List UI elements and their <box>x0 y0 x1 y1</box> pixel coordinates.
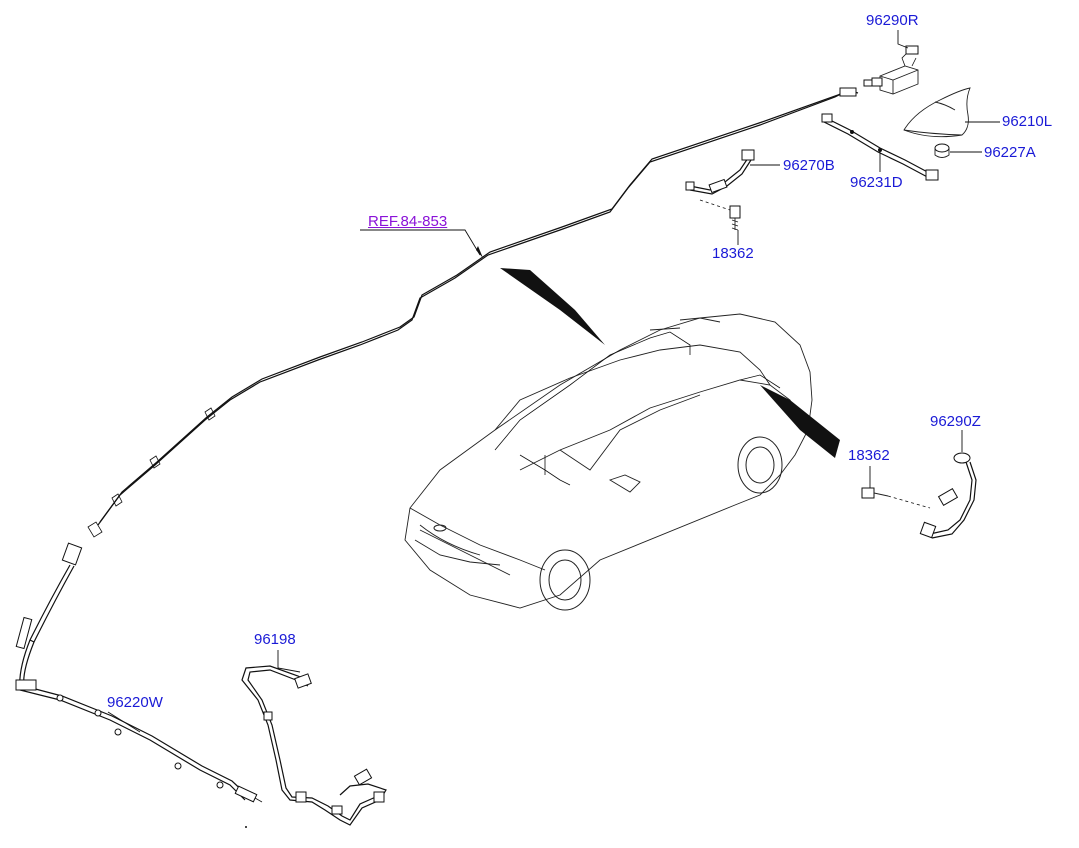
bolt-18362-top[interactable] <box>729 205 741 231</box>
harness-96231d[interactable] <box>821 113 939 181</box>
callout-96231d[interactable]: 96231D <box>850 174 903 191</box>
shark-fin-antenna-96210l[interactable] <box>903 87 971 138</box>
leader-lines <box>107 30 1000 733</box>
bolt-18362-right[interactable] <box>861 487 931 509</box>
callout-96220w[interactable]: 96220W <box>107 694 163 711</box>
callout-96227a[interactable]: 96227A <box>984 144 1036 161</box>
callout-96270b[interactable]: 96270B <box>783 157 835 174</box>
cable-96198[interactable] <box>241 665 387 826</box>
callout-96198[interactable]: 96198 <box>254 631 296 648</box>
clip-96227a[interactable] <box>934 143 950 158</box>
callout-ref-84-853[interactable]: REF.84-853 <box>368 213 448 230</box>
callout-96290r[interactable]: 96290R <box>866 12 919 29</box>
callout-18362-top[interactable]: 18362 <box>712 245 754 262</box>
sensor-96290z[interactable] <box>919 452 977 539</box>
module-96290r[interactable] <box>863 45 919 95</box>
pointer-wedge-roof <box>500 268 605 345</box>
callout-96210l[interactable]: 96210L <box>1002 113 1053 130</box>
callout-18362-right[interactable]: 18362 <box>848 447 890 464</box>
car-roof-wiring <box>494 331 781 486</box>
sensor-96270b[interactable] <box>685 149 755 211</box>
main-antenna-cable[interactable] <box>15 87 859 828</box>
pointer-wedge-rear <box>760 385 840 458</box>
car-outline <box>404 313 813 611</box>
callout-96290z[interactable]: 96290Z <box>930 413 981 430</box>
